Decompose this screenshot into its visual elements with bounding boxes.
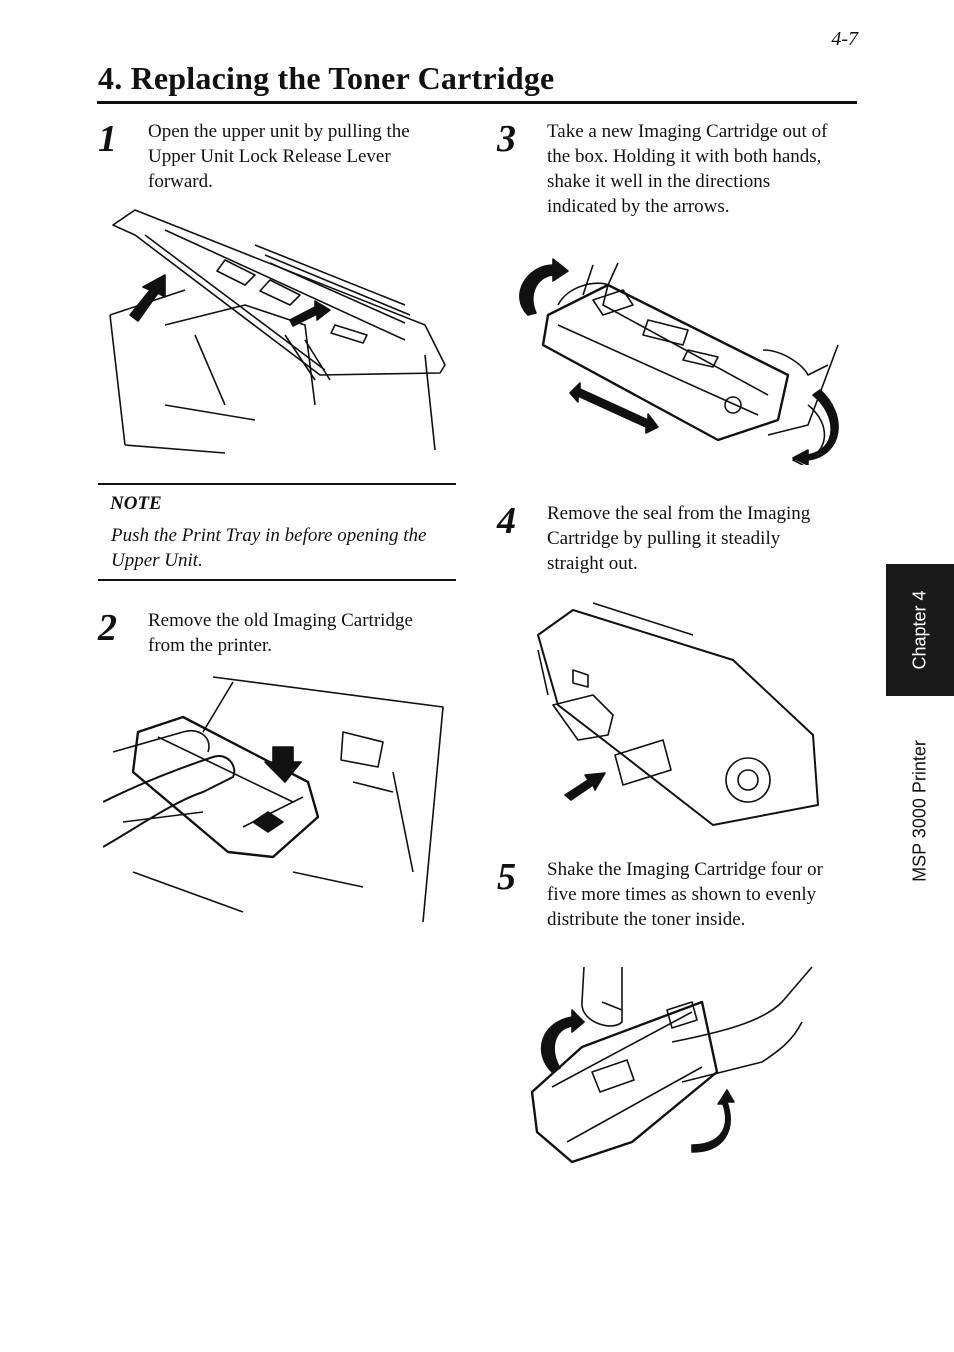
illustration-shake-new-cartridge [508, 255, 843, 465]
step-line: Shake the Imaging Cartridge four or [547, 859, 823, 880]
note-label: NOTE [110, 493, 162, 514]
step-number: 5 [497, 856, 516, 898]
title-rule [97, 101, 857, 104]
step-line: Remove the old Imaging Cartridge [148, 610, 413, 631]
step-line: five more times as shown to evenly [547, 884, 817, 905]
step-line: straight out. [547, 553, 638, 574]
illustration-distribute-toner [522, 962, 817, 1177]
illustration-remove-seal [533, 595, 823, 830]
step-line: the box. Holding it with both hands, [547, 146, 822, 167]
page-number: 4-7 [831, 28, 858, 50]
step-text: Remove the old Imaging Cartridge from th… [148, 608, 413, 658]
step-line: Cartridge by pulling it steadily [547, 528, 781, 549]
step-text: Take a new Imaging Cartridge out of the … [547, 119, 827, 219]
note-box: NOTE Push the Print Tray in before openi… [98, 483, 456, 581]
illustration-open-upper-unit [105, 205, 450, 455]
step-number: 4 [497, 500, 516, 542]
note-text: Push the Print Tray in before opening th… [111, 523, 453, 573]
step-3: 3 Take a new Imaging Cartridge out of th… [497, 119, 857, 224]
step-number: 2 [98, 607, 117, 649]
step-line: Upper Unit Lock Release Lever [148, 146, 391, 167]
step-number: 1 [98, 118, 117, 160]
chapter-tab: Chapter 4 [886, 564, 954, 696]
step-line: Take a new Imaging Cartridge out of [547, 121, 828, 142]
note-line: Push the Print Tray in before opening th… [111, 525, 427, 546]
step-1: 1 Open the upper unit by pulling the Upp… [98, 119, 458, 199]
step-2: 2 Remove the old Imaging Cartridge from … [98, 608, 458, 668]
note-line: Upper Unit. [111, 550, 203, 571]
step-line: distribute the toner inside. [547, 909, 746, 930]
step-text: Shake the Imaging Cartridge four or five… [547, 857, 823, 932]
step-text: Open the upper unit by pulling the Upper… [148, 119, 410, 194]
step-5: 5 Shake the Imaging Cartridge four or fi… [497, 857, 857, 937]
step-number: 3 [497, 118, 516, 160]
illustration-remove-cartridge [103, 672, 453, 922]
product-label: MSP 3000 Printer [909, 740, 930, 882]
step-line: forward. [148, 171, 213, 192]
chapter-label: Chapter 4 [909, 590, 930, 670]
section-title: 4. Replacing the Toner Cartridge [98, 60, 555, 96]
step-text: Remove the seal from the Imaging Cartrid… [547, 501, 810, 576]
product-side-label: MSP 3000 Printer [886, 706, 954, 916]
step-line: indicated by the arrows. [547, 196, 730, 217]
step-4: 4 Remove the seal from the Imaging Cartr… [497, 501, 857, 581]
step-line: shake it well in the directions [547, 171, 771, 192]
step-line: from the printer. [148, 635, 272, 656]
step-line: Remove the seal from the Imaging [547, 503, 811, 524]
step-line: Open the upper unit by pulling the [148, 121, 410, 142]
